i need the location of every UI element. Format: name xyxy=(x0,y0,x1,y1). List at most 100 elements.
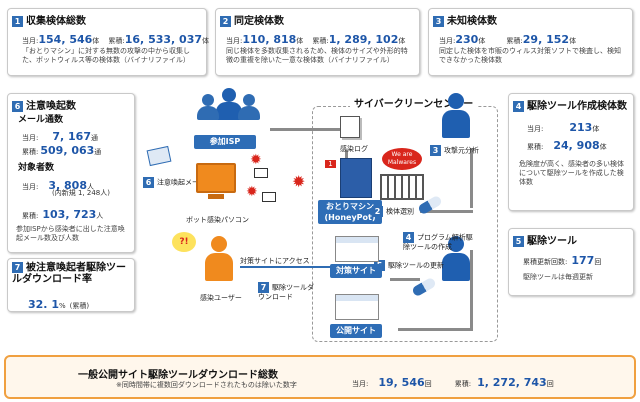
honeypot-server-icon xyxy=(340,158,372,198)
isp-person-body-2 xyxy=(197,106,219,120)
bottom-total-unit: 回 xyxy=(546,380,554,388)
bottom-note: ※同時間帯に複数回ダウンロードされたものは除いた数字 xyxy=(116,381,297,389)
isp-person-head-1 xyxy=(222,88,236,102)
box4-cur-unit: 体 xyxy=(592,125,600,133)
public-site-window xyxy=(335,294,379,320)
box5-total-unit: 回 xyxy=(594,258,602,266)
arrow-isp-to-log xyxy=(270,128,340,131)
access-label: 対策サイトにアクセス xyxy=(240,257,310,265)
bottom-summary: 一般公開サイト駆除ツールダウンロード総数 ※同時間帯に複数回ダウンロードされたも… xyxy=(4,355,636,399)
badge-5: 5 xyxy=(513,235,524,247)
step4-text: プログラム解析駆除ツールの作成 xyxy=(403,233,473,252)
engineer-body xyxy=(442,253,470,281)
taisaku-site-label[interactable]: 対策サイト xyxy=(330,264,382,278)
step1-badge: 1 xyxy=(325,160,336,168)
box4-total-unit: 体 xyxy=(599,143,607,151)
box6-target-cur-unit: 人 xyxy=(86,183,94,191)
box7-unit: % xyxy=(58,302,66,310)
isp-label: 参加ISP xyxy=(194,135,256,149)
honeypot-label-line1: おとりマシン xyxy=(326,202,374,211)
box3-total-unit: 体 xyxy=(569,37,577,45)
infected-user-label: 感染ユーザー xyxy=(200,294,242,302)
box2-desc: 同じ検体を多数収集されるため、検体のサイズや外形的特徴の重複を除いた一意な検体数… xyxy=(226,47,408,64)
virus-icon-1: ✹ xyxy=(250,152,262,168)
box1-total-unit: 体 xyxy=(202,37,209,45)
box3-title-text: 未知検体数 xyxy=(447,16,497,27)
box2-cur-label: 当月: xyxy=(226,37,243,45)
box6-mail-total-value: 509, 063 xyxy=(40,144,95,157)
step2-text: 検体選別 xyxy=(386,207,414,216)
virus-icon-2: ✹ xyxy=(246,184,258,200)
infected-user-body xyxy=(205,253,233,281)
box7-values: 32. 1%(累積) xyxy=(28,293,89,312)
box6-target-total-value: 103, 723 xyxy=(42,208,97,221)
bot-pc-stand xyxy=(208,194,224,199)
bottom-cur-value: 19, 546 xyxy=(378,376,425,389)
box2-cur-value: 110, 818 xyxy=(242,33,297,46)
bot-pc-small-1 xyxy=(254,168,268,178)
box6-mail-cur-value: 7, 167 xyxy=(52,130,91,143)
badge-4: 4 xyxy=(513,100,524,112)
step7-text: 駆除ツールダウンロード xyxy=(258,283,314,302)
arrow-tool-update xyxy=(390,278,420,281)
box5-total-value: 177 xyxy=(571,254,595,267)
box7-title-text: 被注意喚起者駆除ツールダウンロード率 xyxy=(12,262,126,285)
box3-cur-label: 当月: xyxy=(439,37,456,45)
bottom-title: 一般公開サイト駆除ツールダウンロード総数 xyxy=(78,370,278,381)
box3-total-value: 29, 152 xyxy=(522,33,570,46)
box3-cur-unit: 体 xyxy=(478,37,486,45)
badge-2: 2 xyxy=(220,15,231,27)
box5-total-label: 累積更新回数: xyxy=(523,258,568,266)
step3-text: 攻撃元分析 xyxy=(444,146,479,155)
box6-mail-cur-label: 当月: xyxy=(22,134,39,142)
analyst-body xyxy=(442,110,470,138)
box1-values: 当月:154, 546体 累積:16, 533, 037体 xyxy=(22,28,209,47)
box3-values: 当月:230体 累積:29, 152体 xyxy=(439,28,576,47)
public-site-label[interactable]: 公開サイト xyxy=(330,324,382,338)
step7-badge: 7 xyxy=(258,282,269,293)
bot-pc-label: ボット感染パソコン xyxy=(186,216,249,224)
box6-target-cur: 当月:3, 808人 xyxy=(22,174,94,193)
box2-cur-unit: 体 xyxy=(296,37,304,45)
box4-cur-label: 当月: xyxy=(527,125,544,133)
box6-title-text: 注意喚起数 xyxy=(26,101,76,112)
box6-target-total: 累積:103, 723人 xyxy=(22,203,103,222)
step4-badge: 4 xyxy=(403,232,414,243)
box6-mail-total-unit: 通 xyxy=(94,148,102,156)
arrow-to-public xyxy=(398,328,473,331)
center-title: サイバークリーンセンター xyxy=(350,95,478,110)
box3-cur-value: 230 xyxy=(455,33,479,46)
malware-bubble: We are Malwares xyxy=(382,148,422,170)
bot-pc-small-2 xyxy=(262,192,276,202)
box4-cur-value: 213 xyxy=(569,121,593,134)
box2-values: 当月:110, 818体 累積:1, 289, 102体 xyxy=(226,28,405,47)
log-document-icon xyxy=(340,116,360,138)
box2-total-label: 累積: xyxy=(312,37,329,45)
box4-total-value: 24, 908 xyxy=(553,139,600,152)
step5-text: 駆除ツールの更新 xyxy=(388,261,444,270)
box1-cur-unit: 体 xyxy=(92,37,100,45)
box1-total-value: 16, 533, 037 xyxy=(124,33,202,46)
analyst-head xyxy=(448,93,464,109)
box7-note: (累積) xyxy=(69,302,90,310)
engineer-head xyxy=(448,236,464,252)
bottom-values: 当月:19, 546回 累積:1, 272, 743回 xyxy=(352,371,554,390)
box1-total-label: 累積: xyxy=(108,37,125,45)
box6-target-cur-label: 当月: xyxy=(22,183,39,191)
isp-person-head-2 xyxy=(202,94,214,106)
badge-1: 1 xyxy=(12,15,23,27)
box6-target-title: 対象者数 xyxy=(18,163,55,173)
